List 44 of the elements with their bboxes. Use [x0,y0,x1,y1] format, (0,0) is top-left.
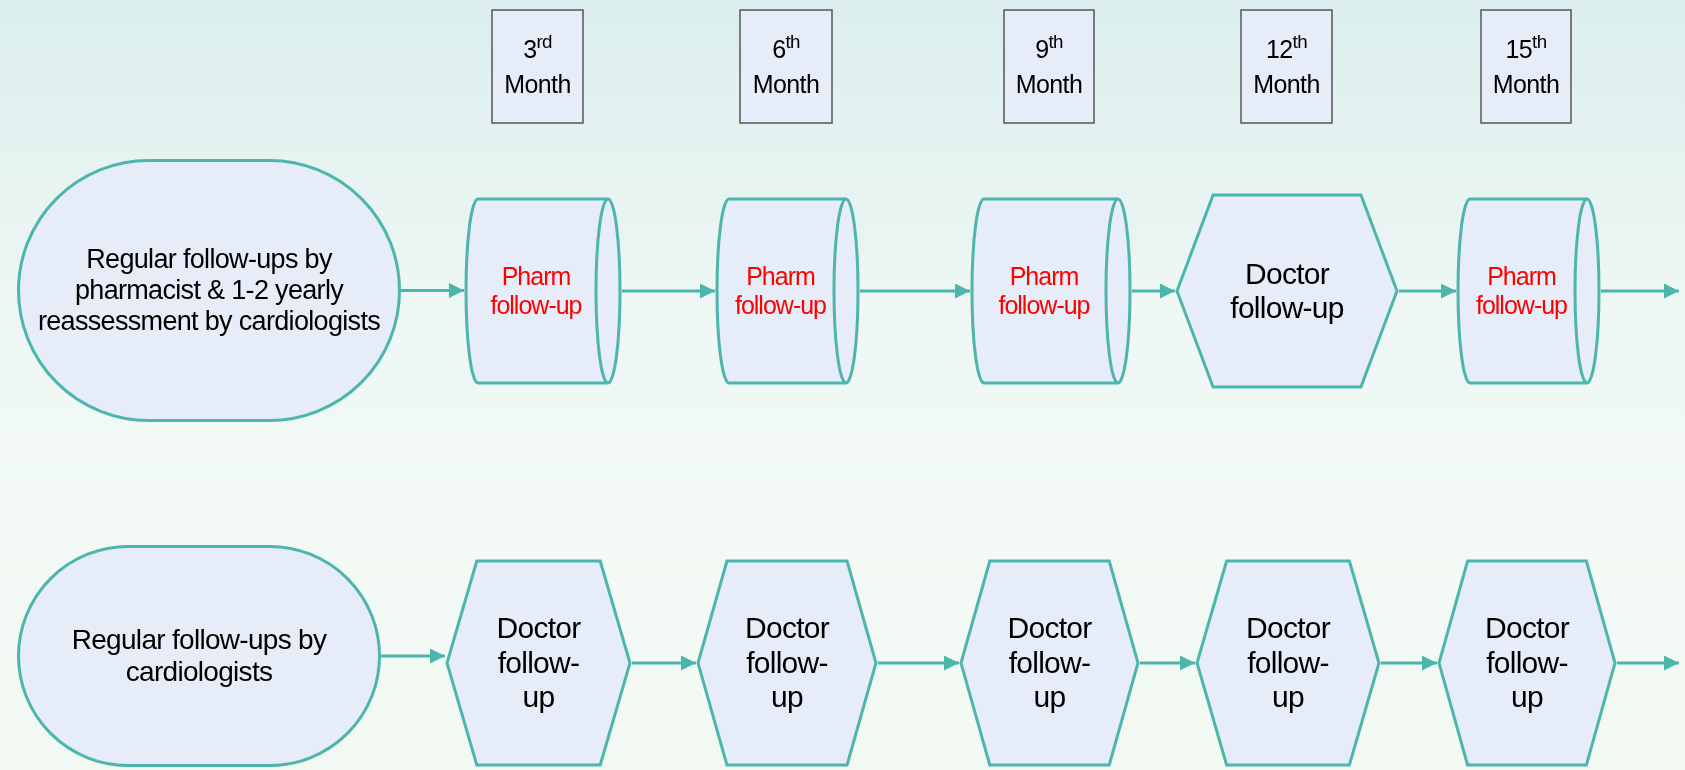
month-label: 9$^{th}$ Month [1014,31,1084,100]
arrow [1140,655,1195,671]
month-label: 12$^{th}$ Month [1252,31,1321,100]
step-label: Doctor follow-up [1245,611,1332,715]
month-label: 15$^{th}$ Month [1491,31,1561,100]
arrow [381,648,445,664]
hexagon-shape [1175,193,1399,389]
step-label: Pharm follow-up [733,262,828,320]
hexagon-shape [445,559,632,767]
cylinder-shape [715,197,860,385]
arrow [632,655,696,671]
arrow [1601,283,1679,299]
hexagon-shape [1437,559,1617,767]
arrow [1132,283,1175,299]
step-label: Doctor follow-up [744,611,831,715]
arrow [860,283,970,299]
arrow [1381,655,1437,671]
hexagon-shape [1195,559,1381,767]
step-label: Pharm follow-up [997,262,1091,320]
step-label: Doctor follow-up [495,611,582,715]
hexagon-shape [959,559,1140,767]
arrow [401,283,464,298]
month-label: 6$^{th}$ Month [751,31,821,100]
step-label: Doctor follow-up [1006,611,1093,715]
month-box [1003,9,1095,124]
arrow [878,655,959,671]
month-box [739,9,833,124]
month-label: 3$^{rd}$ Month [503,31,572,100]
cylinder-shape [970,197,1132,385]
cylinder-shape [464,197,622,385]
step-label: Doctor follow-up [1229,256,1345,326]
step-label: Regular follow-ups by pharmacist & 1-2 yearly reassessment by cardiologists [36,243,382,338]
cylinder-shape [1456,197,1601,385]
step-label: Doctor follow-up [1484,611,1571,715]
month-box [1480,9,1572,124]
month-box [491,9,584,124]
hexagon-shape [696,559,878,767]
step-label: Pharm follow-up [1474,262,1569,320]
arrow [1399,283,1456,299]
step-label: Pharm follow-up [489,262,583,320]
month-box [1240,9,1333,124]
step-label: Regular follow-ups by cardiologists [70,623,328,689]
arrow [622,283,715,299]
arrow [1617,655,1679,671]
